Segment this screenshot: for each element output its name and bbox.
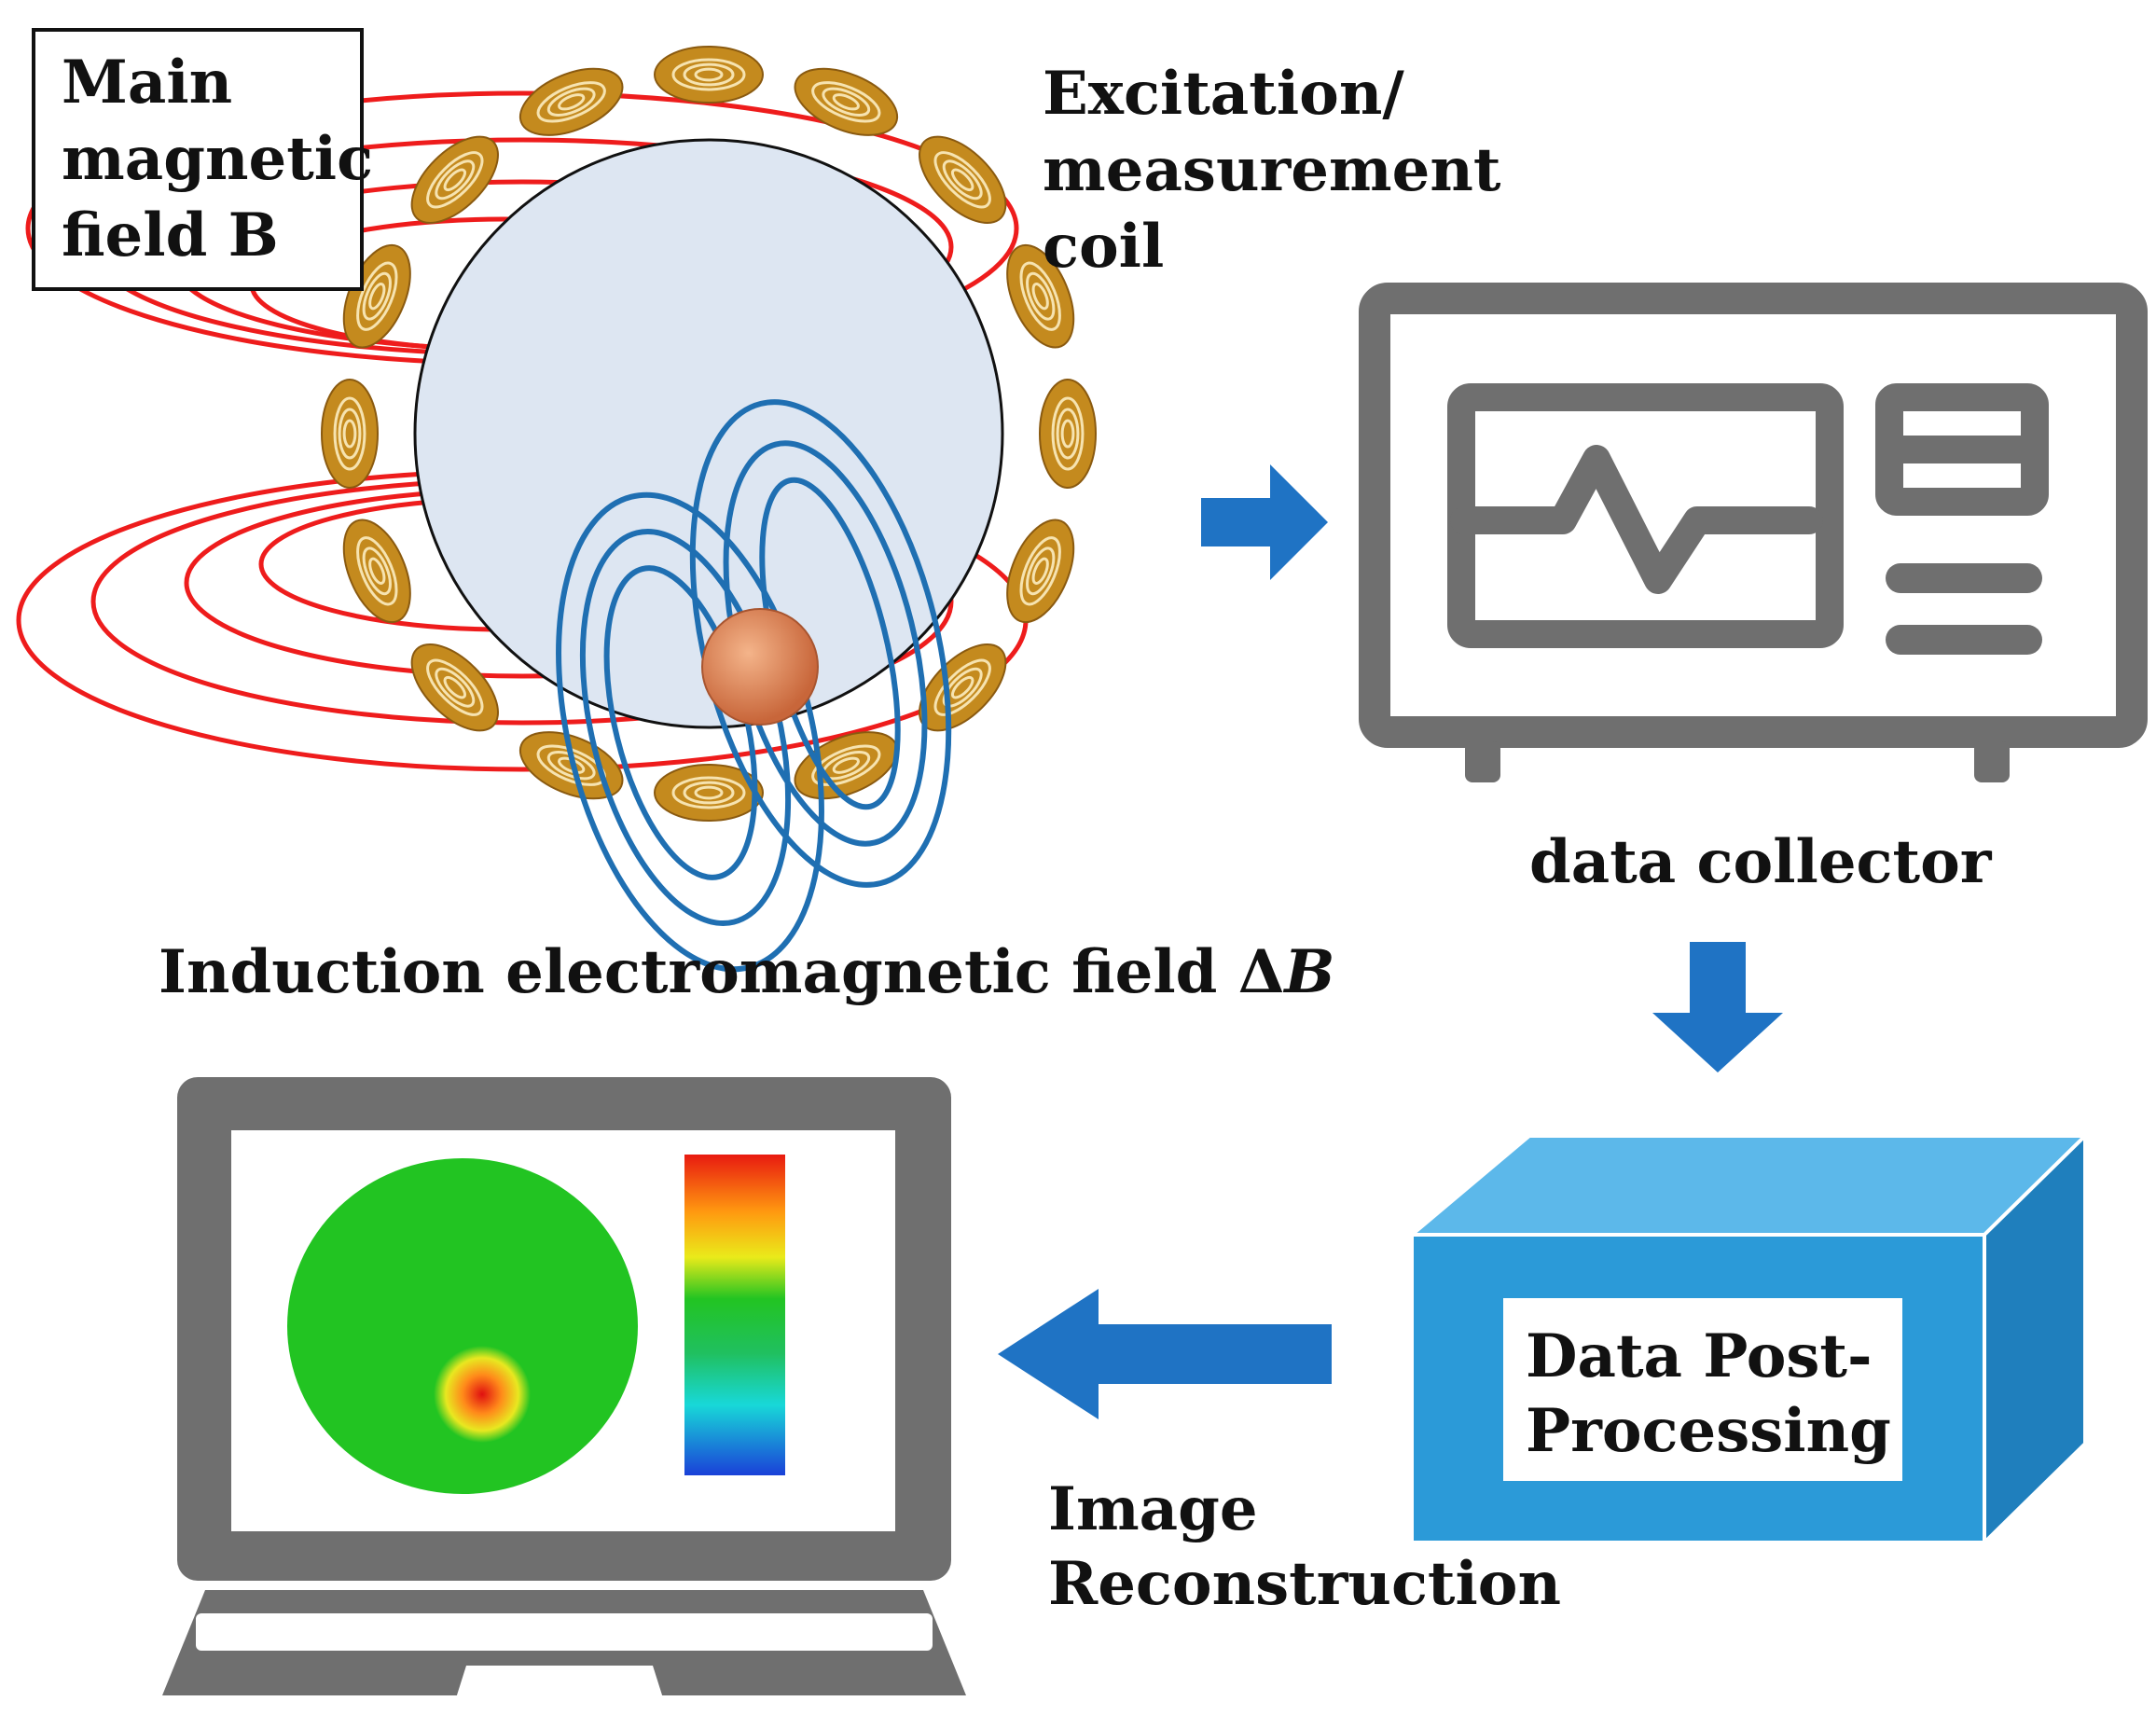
main-field-label-line1: Main [62, 48, 232, 118]
post-processing-label-line1: Data Post- [1526, 1321, 1873, 1391]
conductive-target-ball [701, 608, 819, 726]
measurement-sphere [413, 138, 1004, 729]
coil-pad [919, 135, 1007, 224]
processing-box-icon [1406, 1131, 2090, 1547]
coil-pad [410, 135, 499, 224]
coil-pad [518, 67, 624, 136]
coil-pad [1039, 379, 1097, 489]
main-field-label-line2: magnetic [62, 124, 373, 194]
coil-pad [654, 764, 764, 822]
coil-pad [919, 643, 1007, 732]
data-collector-device-icon [1359, 283, 2148, 782]
waveform-icon [1450, 445, 1823, 594]
coil-label-line3: coil [1043, 212, 1164, 282]
arrow-left-icon [998, 1289, 1332, 1419]
coil-pad [342, 519, 411, 624]
coil-pad [321, 379, 379, 489]
coil-pad [1006, 243, 1075, 349]
reconstruction-label-line1: Image [1048, 1474, 1258, 1544]
induction-field-label: Induction electromagnetic field ΔB [159, 937, 1334, 1007]
post-processing-label-line2: Processing [1526, 1396, 1891, 1466]
coil-label-line1: Excitation/ [1043, 59, 1404, 129]
coil-pad [410, 643, 499, 732]
coil-pad [654, 46, 764, 104]
coil-pad [794, 67, 899, 136]
reconstruction-hotspot [434, 1346, 531, 1443]
reconstruction-label-line2: Reconstruction [1048, 1549, 1561, 1619]
main-field-label-line3: field B [62, 201, 279, 270]
processing-label-box [1503, 1298, 1902, 1481]
coil-pad [1006, 519, 1075, 624]
reconstructed-image [287, 1158, 638, 1494]
coil-label-line2: measurement [1043, 135, 1501, 205]
arrow-down-icon [1652, 942, 1783, 1072]
main-field-label-box [32, 28, 364, 291]
arrow-right-icon [1201, 464, 1328, 580]
data-collector-label: data collector [1529, 827, 1993, 897]
color-scale-bar [684, 1155, 785, 1475]
